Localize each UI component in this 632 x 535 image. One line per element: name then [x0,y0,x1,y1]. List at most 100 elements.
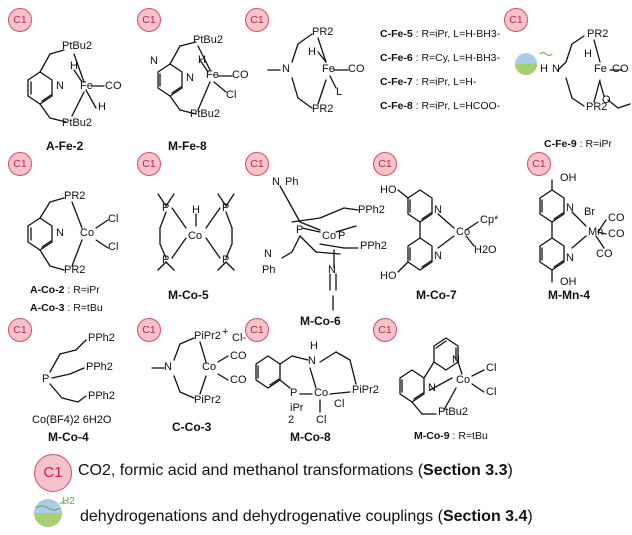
atom-label: CO [608,212,625,224]
c-fe-variant: C-Fe-7 : R=iPr, L=H- [380,76,477,88]
atom-label: N [452,354,460,366]
a-co-2-caption: A-Co-2 : R=iPr [30,284,100,296]
legend-c1-text: CO2, formic acid and methanol transforma… [78,462,513,479]
compound-label: M-Fe-8 [168,139,207,153]
atom-label: H [70,60,78,72]
atom-label: PPh2 [358,204,385,216]
c-fe-variant: C-Fe-6 : R=Cy, L=H-BH3- [380,52,501,64]
atom-label: PR2 [312,26,334,38]
atom-label: P [296,224,304,236]
atom-label: CO [105,80,122,92]
atom-label: H [540,63,548,75]
c-fe-variant: C-Fe-5 : R=iPr, L=H-BH3- [380,28,501,40]
compound-label: M-Co-8 [290,430,331,444]
atom-label: N [428,382,436,394]
atom-label: PiPr2 [194,330,221,342]
c1-badge: C1 [373,152,397,176]
atom-label: PtBu2 [193,34,223,46]
compound-label: M-Co-6 [300,314,341,328]
c-fe-9-caption: C-Fe-9 : R=iPr [544,138,612,150]
atom-label: P [338,230,346,242]
c1-badge: C1 [527,152,551,176]
c1-badge: C1 [8,318,32,342]
atom-label: + [222,326,229,338]
atom-label: N [308,355,316,367]
atom-label: OH [560,172,577,184]
atom-label: PPh2 [88,390,115,402]
atom-label: CO [230,374,247,386]
atom-label: N [164,361,172,373]
m-co-4-salt: Co(BF4)2 6H2O [32,414,112,426]
compound-label: A-Fe-2 [46,139,84,153]
atom-label: HO [380,270,397,282]
dehydrogenation-icon [34,499,67,527]
atom-label: Co [456,226,471,238]
atom-label: N [552,63,560,75]
atom-label: CO [612,63,629,75]
atom-label: Cl [108,213,119,225]
atom-label: Br [584,206,595,218]
compound-label: C-Co-3 [172,420,212,434]
atom-label: P [222,254,230,266]
atom-label: PR2 [586,101,608,113]
atom-label: P [162,202,170,214]
c1-badge: C1 [245,318,269,342]
m-co-9-caption: M-Co-9 : R=tBu [414,430,488,442]
atom-label: Co [80,227,95,239]
legend-dehydro-text: dehydrogenations and dehydrogenative cou… [80,508,533,525]
atom-label: CO [596,248,613,260]
atom-label: Fe [594,63,607,75]
c1-badge: C1 [137,8,161,32]
atom-label: N [434,250,442,262]
legend-c1-badge: C1 [34,454,72,492]
atom-label: 2 [288,414,295,426]
atom-label: H [584,48,592,60]
atom-label: PtBu2 [62,117,92,129]
atom-label: H [310,340,318,352]
atom-label: N [56,80,64,92]
atom-label: N [566,252,574,264]
atom-label: PR2 [64,264,86,276]
c1-badge: C1 [137,152,161,176]
atom-label: PtBu2 [190,108,220,120]
atom-label: N [282,63,290,75]
atom-label: N [566,202,574,214]
atom-label: Co [188,230,203,242]
c1-badge: C1 [373,318,397,342]
atom-label: OH [560,276,577,288]
a-co-3-caption: A-Co-3 : R=tBu [30,302,103,314]
compound-label: M-Co-4 [48,430,89,444]
c-fe-variant: C-Fe-8 : R=iPr, L=HCOO- [380,100,501,112]
atom-label: CO [232,69,249,81]
atom-label: CO [608,228,625,240]
atom-label: PPh2 [88,332,115,344]
atom-label: O [602,94,611,106]
atom-label: N [150,55,158,67]
c1-badge: C1 [245,152,269,176]
atom-label: Co [314,387,329,399]
c1-badge: C1 [137,318,161,342]
atom-label: Cl [486,362,497,374]
atom-label: CO [230,350,247,362]
compound-label: M-Co-7 [416,288,457,302]
atom-label: H2O [474,244,497,256]
atom-label: N [434,204,442,216]
atom-label: H [98,101,106,113]
atom-label: H [308,46,316,58]
atom-label: Fe [322,63,335,75]
atom-label: PPh2 [360,240,387,252]
atom-label: Cl [226,89,237,101]
atom-label: PR2 [587,28,609,40]
atom-label: Cl [486,386,497,398]
